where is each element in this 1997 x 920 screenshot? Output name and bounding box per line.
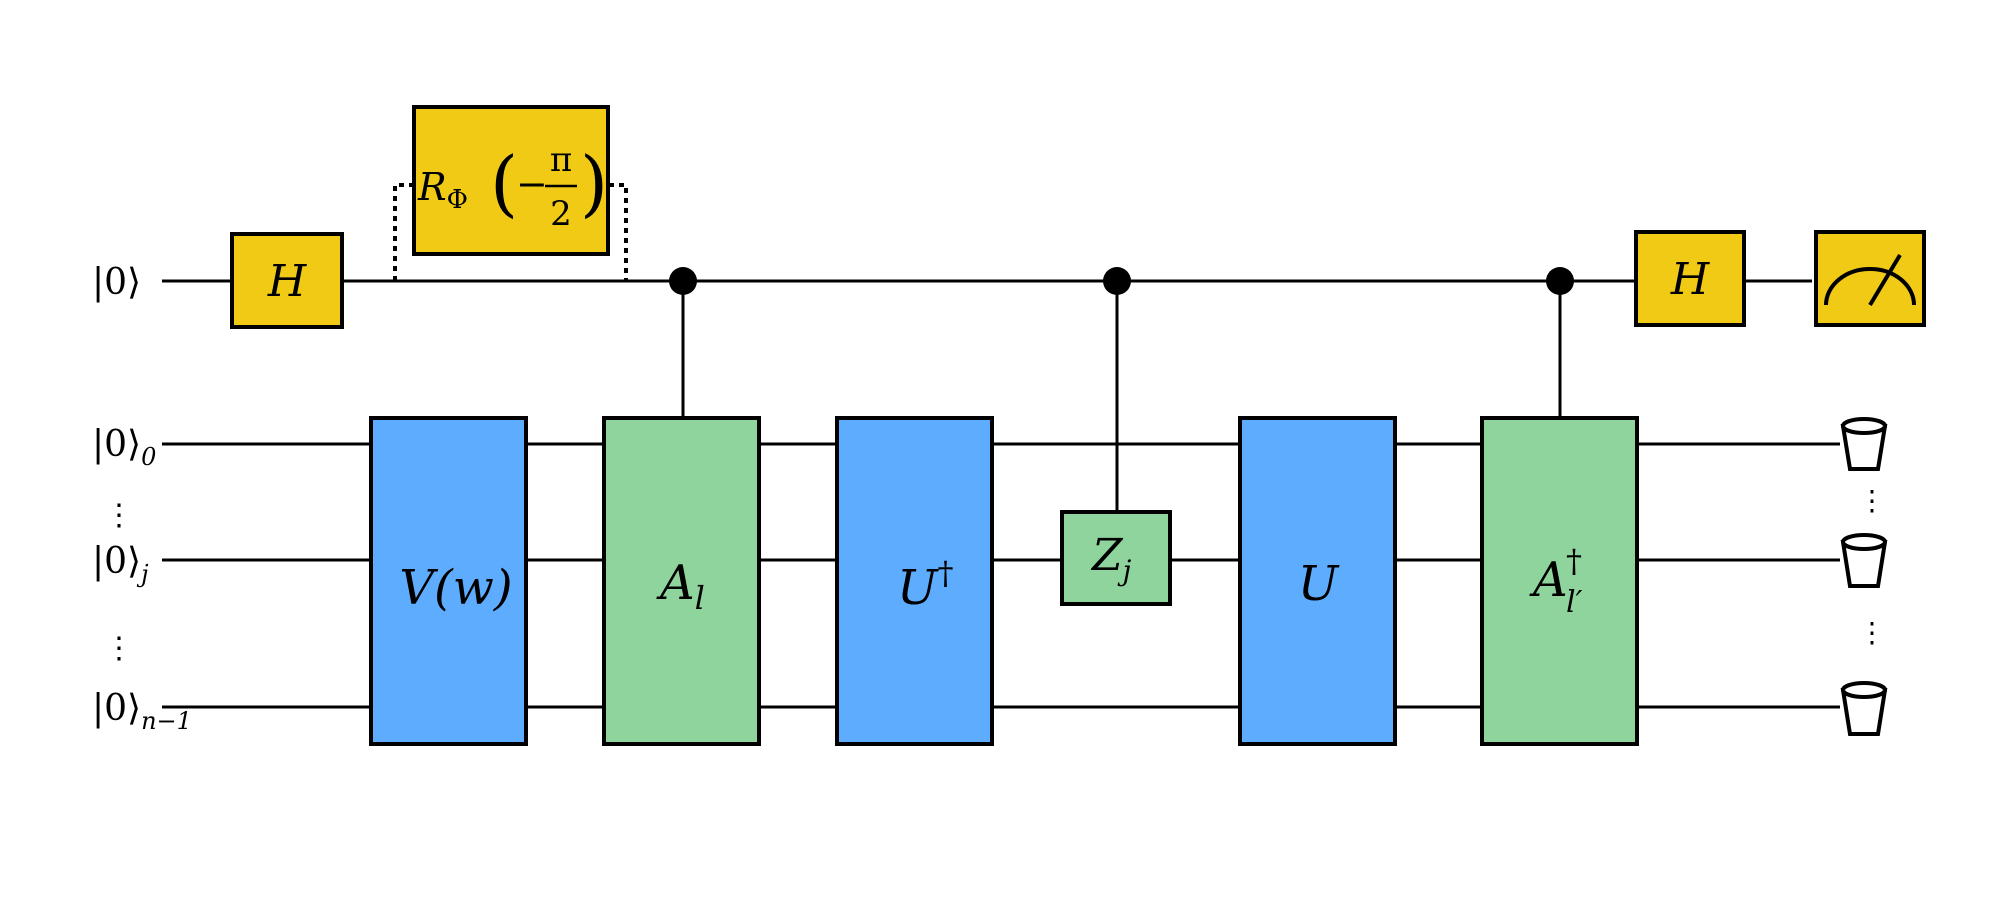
qubit-0-label: |0⟩0 [92, 424, 156, 471]
qubit-n-minus-1-label: |0⟩n−1 [92, 688, 192, 735]
rphi-left-paren: ( [490, 141, 518, 225]
z-j-gate-label: Zj [1090, 530, 1132, 587]
control-lines [681, 281, 1562, 512]
vdots-upper: ⋮ [104, 498, 134, 533]
control-dot-z-j [1103, 267, 1131, 295]
hadamard-gate-left-label: H [267, 256, 308, 307]
trash-bin-icon [1840, 417, 1888, 471]
trash-bin-icon [1840, 681, 1888, 736]
discard-icons: ⋮ ⋮ [1840, 417, 1888, 736]
control-dots [669, 267, 1574, 295]
a-l-gate-label: Al [656, 555, 705, 617]
hadamard-gate-right-label: H [1670, 254, 1711, 305]
hadamard-gate-right: H [1634, 230, 1746, 327]
vdots-right-lower: ⋮ [1858, 616, 1886, 649]
control-dot-a-l-prime-dagger [1546, 267, 1574, 295]
a-l-prime-dagger-gate: A † l′ [1480, 416, 1639, 746]
v-gate-label: V(w) [399, 560, 512, 616]
qubit-j-label: |0⟩j [92, 541, 149, 588]
vdots-lower: ⋮ [104, 631, 134, 666]
a-l-gate: Al [602, 416, 761, 746]
v-gate: V(w) [369, 416, 528, 746]
rphi-minus-sign: − [516, 162, 548, 206]
ancilla-label: |0⟩ [92, 262, 141, 303]
rphi-gate-label: RΦ [417, 165, 468, 215]
control-dot-a-l [669, 267, 697, 295]
a-l-prime-dagger-gate-sup: † [1566, 542, 1582, 580]
vdots-right-upper: ⋮ [1858, 484, 1886, 517]
u-gate: U [1238, 416, 1397, 746]
rphi-right-paren: ) [580, 141, 608, 225]
a-l-prime-dagger-gate-sub: l′ [1566, 585, 1583, 620]
meter-icon [1814, 230, 1926, 327]
z-j-gate: Zj [1060, 510, 1172, 606]
a-l-prime-dagger-gate-label: A [1529, 552, 1568, 608]
hadamard-gate-left: H [230, 232, 344, 329]
u-dagger-gate: U† [835, 416, 994, 746]
qubit-labels: |0⟩ |0⟩0 ⋮ |0⟩j ⋮ |0⟩n−1 [92, 262, 192, 735]
u-gate-label: U [1298, 556, 1340, 612]
rphi-numerator: π [550, 140, 572, 180]
rphi-denominator: 2 [550, 194, 572, 234]
rphi-gate: RΦ ( − π 2 ) [412, 105, 610, 256]
u-dagger-gate-label: U† [897, 554, 953, 616]
trash-bin-icon [1840, 533, 1888, 588]
